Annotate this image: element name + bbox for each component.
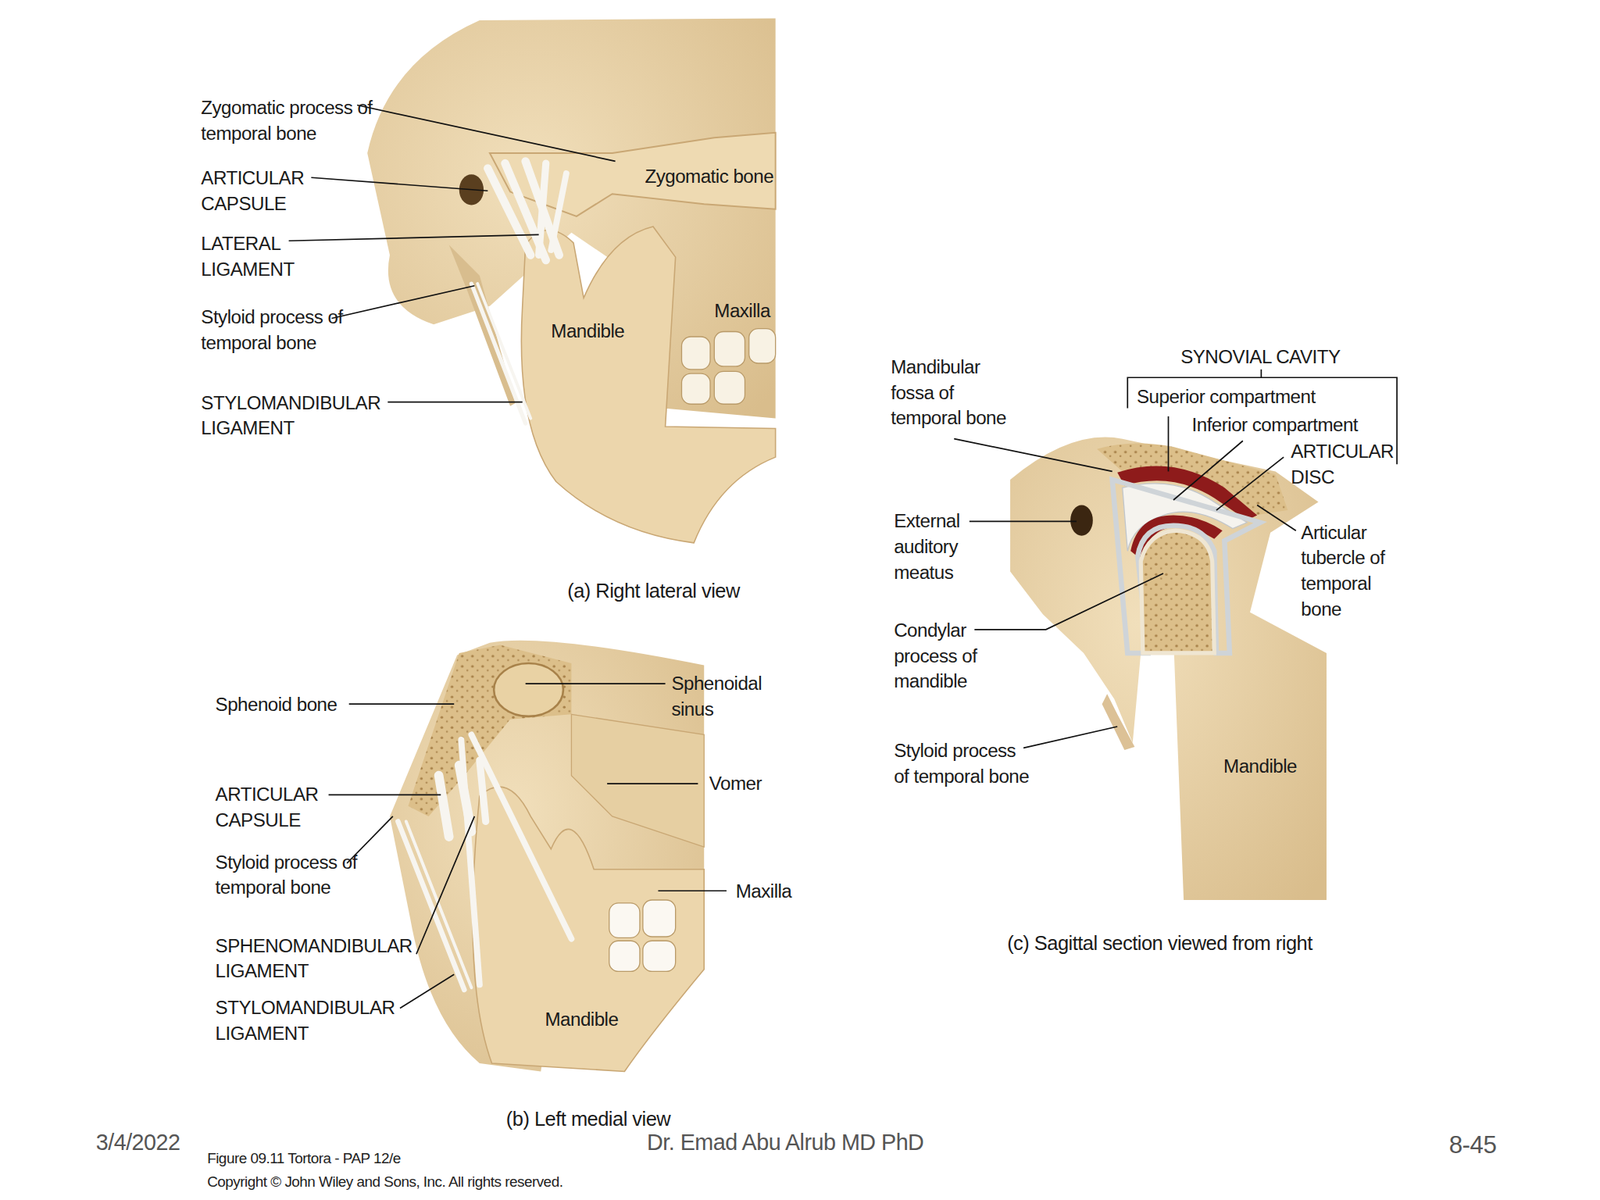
medial-view xyxy=(389,640,704,1072)
ligament-fiber xyxy=(397,821,465,990)
leader-line xyxy=(387,401,522,404)
bracket-tick xyxy=(1260,369,1263,378)
leader-line xyxy=(357,105,615,162)
leader-line xyxy=(331,285,475,319)
part-label: Sphenoidal sinus xyxy=(671,670,774,722)
skull-bone xyxy=(389,640,704,1072)
part-label: ARTICULAR CAPSULE xyxy=(200,165,358,217)
part-label: Condylar process of mandible xyxy=(893,617,1004,694)
part-label: STYLOMANDIBULAR LIGAMENT xyxy=(215,994,420,1046)
slide-footer: 3/4/2022 xyxy=(96,1128,181,1158)
condylar-process xyxy=(1140,530,1215,654)
lateral-view xyxy=(367,18,775,543)
joint-capsule xyxy=(1112,479,1261,654)
part-label: Styloid process of temporal bone xyxy=(200,303,354,355)
part-label: Sphenoid bone xyxy=(215,692,338,718)
sagittal-section xyxy=(1010,436,1327,900)
leader-line xyxy=(525,682,666,685)
tooth xyxy=(681,336,711,370)
part-label: Maxilla xyxy=(714,297,771,324)
ligament-fiber xyxy=(477,283,531,418)
leader-line xyxy=(349,703,455,705)
part-label: Mandibular fossa of temporal bone xyxy=(890,353,1020,431)
vomer-bone xyxy=(571,714,704,847)
teeth xyxy=(681,328,775,405)
part-label: Articular tubercle of temporal bone xyxy=(1300,519,1407,622)
part-label: Mandible xyxy=(1223,753,1297,779)
part-label: LATERAL LIGAMENT xyxy=(200,230,358,282)
part-label: Maxilla xyxy=(735,878,793,905)
part-label: SPHENOMANDIBULAR LIGAMENT xyxy=(215,932,420,984)
ligaments xyxy=(471,160,566,424)
slide-footer: 8-45 xyxy=(1449,1128,1497,1161)
part-label: Zygomatic bone xyxy=(644,163,774,190)
leader-line xyxy=(657,889,727,892)
leader-line xyxy=(1257,505,1297,532)
leader-line xyxy=(289,234,540,241)
part-label: Vomer xyxy=(709,770,762,797)
slide-footer: Figure 09.11 Tortora - PAP 12/e xyxy=(207,1149,401,1169)
ligament-fiber xyxy=(479,760,486,822)
mandible-bone xyxy=(521,226,775,543)
part-label: Mandible xyxy=(550,318,625,345)
ligament-fiber xyxy=(505,163,547,261)
leader-line xyxy=(1216,457,1284,511)
leader-line xyxy=(328,794,442,797)
part-label: ARTICULAR DISC xyxy=(1290,439,1408,490)
ligament-fiber xyxy=(439,775,450,837)
part-label: Styloid process of temporal bone xyxy=(215,849,369,900)
tooth xyxy=(714,331,745,366)
leader-line xyxy=(607,782,698,785)
leader-line xyxy=(974,573,1164,630)
part-label: Superior compartment xyxy=(1136,383,1316,410)
slide-footer: Dr. Emad Abu Alrub MD PhD xyxy=(646,1128,924,1158)
temporal-bone xyxy=(1010,436,1327,900)
tooth xyxy=(642,940,676,972)
part-label: External auditory meatus xyxy=(893,507,997,585)
part-label: (c) Sagittal section viewed from right xyxy=(1007,930,1313,957)
tooth xyxy=(681,373,711,404)
part-label: Zygomatic process of temporal bone xyxy=(200,94,377,146)
tooth xyxy=(642,900,676,937)
leader-line xyxy=(953,439,1112,472)
tooth xyxy=(714,371,745,404)
part-label: ARTICULAR CAPSULE xyxy=(215,781,372,833)
ligament-fiber xyxy=(471,734,572,939)
leader-line xyxy=(400,974,454,1008)
slide-footer: Copyright © John Wiley and Sons, Inc. Al… xyxy=(207,1172,563,1193)
part-label: Inferior compartment xyxy=(1192,412,1358,439)
ear-opening xyxy=(1070,505,1093,536)
leader-lines xyxy=(289,105,1397,1009)
part-label: Mandible xyxy=(544,1006,618,1033)
leader-line xyxy=(1167,416,1170,472)
leader-line xyxy=(1023,726,1118,748)
part-label: Styloid process of temporal bone xyxy=(893,737,1035,789)
part-label: SYNOVIAL CAVITY xyxy=(1180,343,1340,370)
ligament-fiber xyxy=(539,163,547,256)
ligament-fiber xyxy=(550,173,567,250)
leader-line xyxy=(969,521,1077,523)
leader-line xyxy=(1173,440,1243,500)
styloid-process xyxy=(1102,693,1136,750)
part-label: (a) Right lateral view xyxy=(567,578,740,605)
part-label: (b) Left medial view xyxy=(506,1106,671,1133)
ligaments xyxy=(397,734,572,990)
leader-line xyxy=(416,816,475,954)
teeth xyxy=(609,900,676,972)
sphenoidal-sinus xyxy=(493,663,564,717)
tooth xyxy=(749,328,776,364)
mastoid-styloid xyxy=(449,244,516,406)
tooth xyxy=(609,903,640,938)
mandible-bone xyxy=(472,786,704,1072)
leader-line xyxy=(310,177,488,191)
ligament-fiber xyxy=(460,739,480,985)
tooth xyxy=(609,940,640,972)
part-label: STYLOMANDIBULAR LIGAMENT xyxy=(200,389,405,441)
